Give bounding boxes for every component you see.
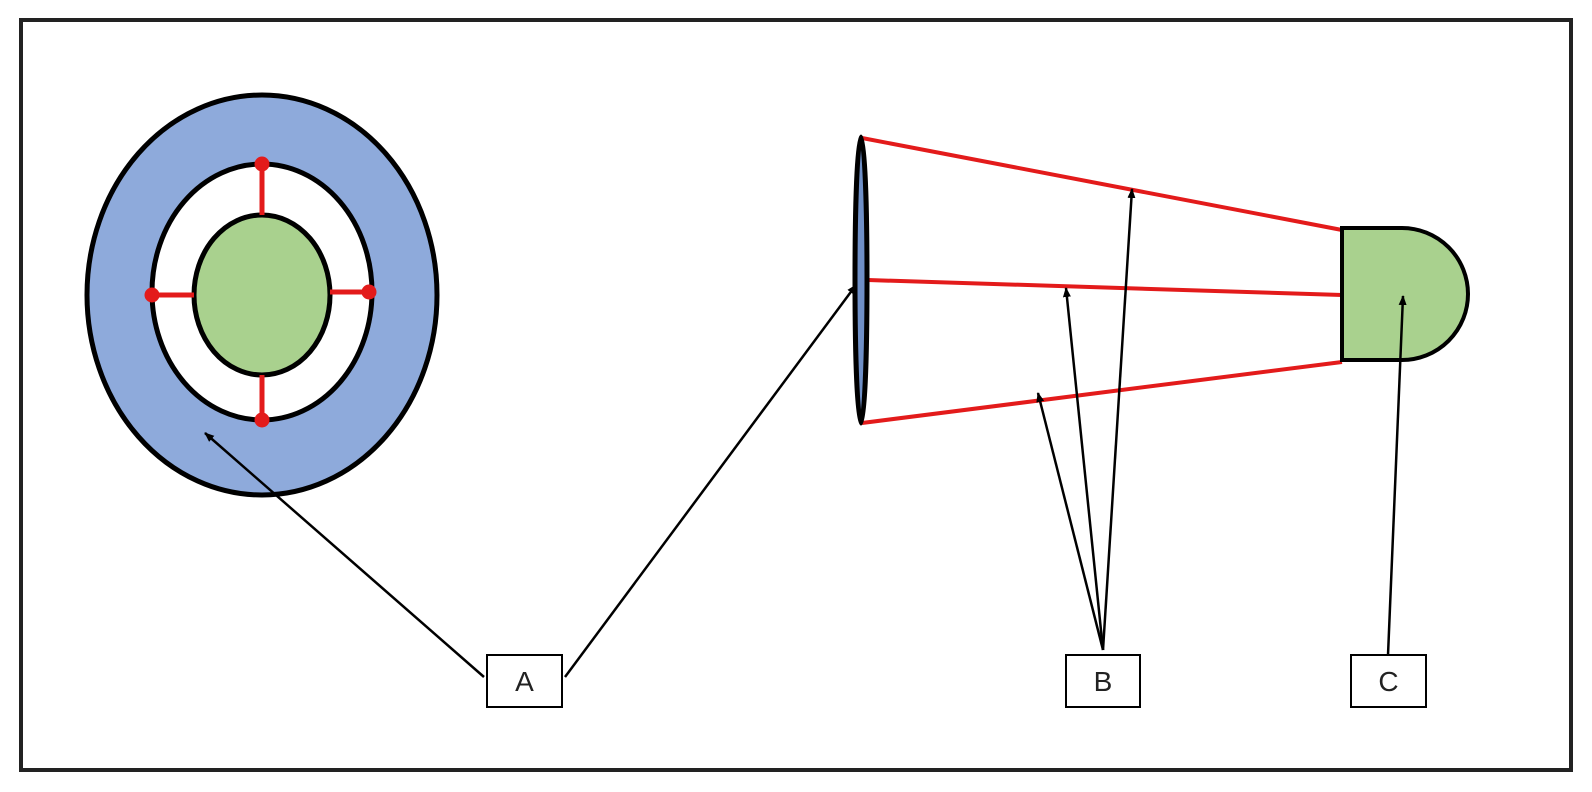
ray-top [861,136,1343,232]
label-box-b-frame [1065,654,1141,708]
label-box-b: B [1065,654,1141,708]
arrow-a-to-ring [204,432,485,678]
red-rays [861,136,1343,425]
spoke-left-dot [144,287,160,303]
side-view [852,134,1470,426]
arrow-a-to-lens [563,284,858,678]
cross-section-view [84,92,440,498]
arrow-b-to-ray-middle [1062,287,1105,651]
label-box-a-frame [486,654,563,708]
red-spokes [144,156,377,428]
label-a: A [515,666,534,697]
label-box-c-frame [1350,654,1427,708]
arrow-b-to-ray-bottom [1036,392,1105,651]
label-b: B [1094,666,1113,697]
spoke-right-dot [361,284,377,300]
emitter [1340,226,1470,362]
ray-bottom [861,360,1343,425]
arrow-b-to-ray-top [1101,188,1136,651]
label-box-c: C [1350,654,1427,708]
lens [852,134,870,426]
arrows [204,188,1407,678]
ray-middle [867,278,1343,297]
spoke-bottom-dot [254,412,270,428]
label-box-a: A [486,654,563,708]
spoke-top-dot [254,156,270,172]
arrow-c-to-emitter [1386,295,1407,656]
core [191,212,333,378]
label-c: C [1378,666,1398,697]
